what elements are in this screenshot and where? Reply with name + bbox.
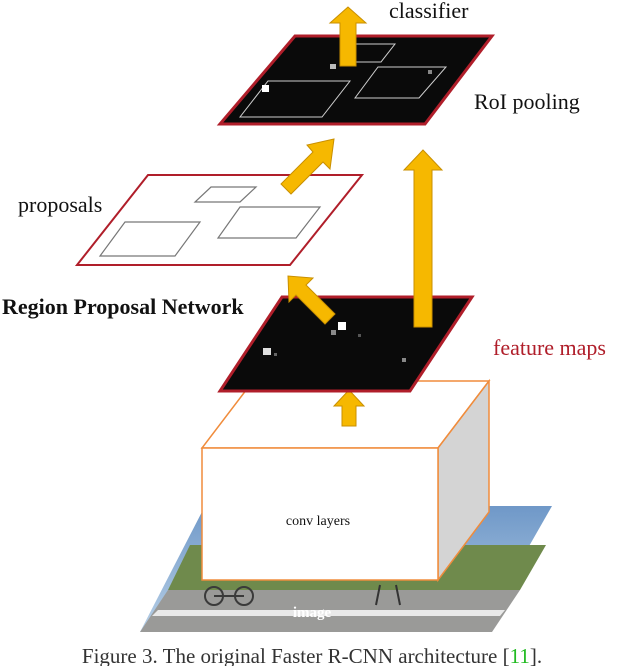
feature-to-roi-arrow	[402, 149, 444, 328]
proposals-to-roi-arrow	[280, 138, 335, 195]
figure-caption: Figure 3. The original Faster R-CNN arch…	[0, 644, 624, 666]
conv-to-feature-arrow	[332, 389, 366, 427]
classifier-arrow	[328, 6, 368, 67]
conv-layers-box: conv layers	[200, 378, 491, 583]
feature-maps-plane	[217, 295, 475, 393]
roi-pooling-label: RoI pooling	[474, 89, 580, 114]
caption-citation-link[interactable]: 11	[509, 644, 530, 666]
image-label: image	[293, 605, 332, 621]
caption-text: Figure 3. The original Faster R-CNN arch…	[81, 644, 510, 666]
roi-pooling-plane	[216, 34, 496, 126]
rpn-label: Region Proposal Network	[2, 294, 244, 319]
proposals-plane	[74, 174, 365, 266]
proposals-label: proposals	[18, 192, 102, 217]
feature-maps-label: feature maps	[493, 335, 606, 360]
conv-layers-label: conv layers	[286, 514, 350, 529]
caption-end: ].	[529, 644, 543, 666]
rpn-arrow	[287, 275, 336, 325]
classifier-label: classifier	[389, 0, 469, 23]
